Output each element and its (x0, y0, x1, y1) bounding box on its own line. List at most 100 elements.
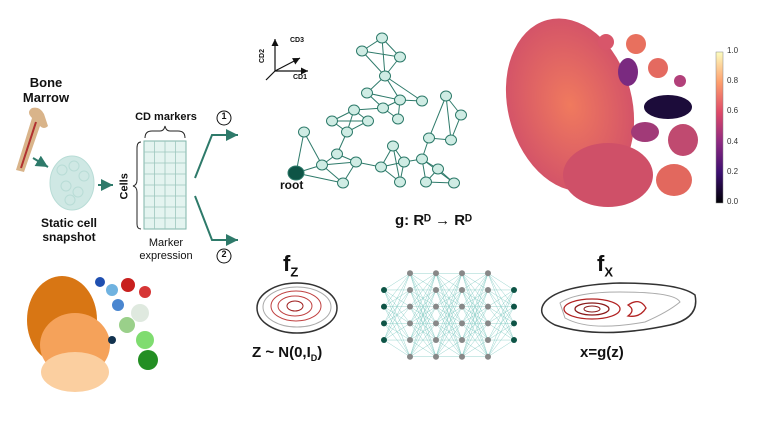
nn-edge (461, 306, 489, 357)
nn-node (381, 320, 387, 327)
fx-label: fX (597, 251, 613, 280)
graph-node (341, 126, 353, 138)
nn-node (459, 320, 465, 327)
fx-caption: x=g(z) (580, 344, 624, 361)
nn-node (433, 353, 439, 360)
colorbar-tick-label: 0.2 (727, 166, 739, 176)
nn-edge (409, 273, 437, 291)
graph-node (440, 90, 452, 102)
nn-node (485, 286, 491, 293)
nn-node (485, 303, 491, 310)
graph-node (316, 159, 328, 171)
path1-number: 1 (221, 111, 227, 121)
nn-node (433, 320, 439, 327)
nn-edge (435, 273, 463, 324)
nn-edge (487, 289, 515, 324)
colorbar-tick-label: 0.0 (727, 197, 739, 206)
graph-node (298, 126, 310, 138)
graph-node (432, 163, 444, 175)
nn-edge (461, 273, 489, 357)
nn-node (511, 320, 517, 327)
density-fx-contours (540, 282, 697, 334)
colorbar-tick-label: 1.0 (727, 46, 739, 55)
nn-node (511, 303, 517, 310)
mapping-label: g: Rᴰ → Rᴰ (395, 212, 472, 229)
nn-edge (487, 323, 515, 357)
graph-node (394, 51, 406, 63)
nn-node (485, 353, 491, 360)
nn-edge (461, 273, 489, 341)
nn-node (511, 337, 517, 344)
axis-label-cd2: CD2 (258, 49, 266, 64)
graph-edge (381, 37, 386, 77)
nn-edge (409, 273, 437, 341)
nn-edge (461, 273, 489, 324)
nn-node (433, 337, 439, 344)
nn-node (381, 303, 387, 310)
nn-edge (461, 323, 489, 357)
nn-edge (487, 306, 515, 357)
nn-edge (435, 339, 463, 357)
nn-edge (383, 339, 411, 357)
nn-edge (487, 339, 515, 357)
arrow (32, 155, 49, 168)
graph-edge (445, 95, 452, 141)
nn-edge (487, 289, 515, 357)
colorbar-tick-label: 0.6 (727, 106, 739, 116)
nn-node (433, 286, 439, 293)
nn-edge (383, 273, 411, 307)
cell-graph (287, 32, 467, 189)
nn-edge (487, 289, 515, 341)
nn-edge (383, 273, 411, 291)
density-fz-contours (256, 282, 338, 334)
graph-node (361, 87, 373, 99)
marker-expression-label: Marker expression (139, 237, 193, 262)
graph-node (445, 134, 457, 146)
graph-edge (303, 131, 323, 166)
graph-node (362, 115, 374, 127)
nn-edge (409, 339, 437, 357)
nn-edge (409, 289, 437, 357)
root-label: root (280, 178, 304, 192)
nn-edge (435, 273, 463, 291)
fz-caption: Z ~ N(0,ID) (252, 344, 323, 363)
tsne-plot-clusters (27, 276, 158, 392)
nn-edge (435, 323, 463, 357)
graph-node (379, 70, 391, 82)
nn-node (381, 286, 387, 293)
graph-edge (361, 50, 401, 58)
colorbar (715, 51, 724, 204)
nn-edge (435, 273, 463, 307)
nn-edge (409, 273, 437, 357)
nn-edge (383, 273, 411, 324)
graph-node (448, 177, 460, 189)
nn-edge (383, 306, 411, 341)
path1-badge (216, 110, 232, 126)
axis-label-cd3: CD3 (290, 37, 305, 44)
root-node (287, 165, 305, 181)
nn-node (407, 303, 413, 310)
nn-node (459, 337, 465, 344)
path1-arrow (194, 129, 238, 179)
nn-edge (435, 306, 463, 357)
nn-node (511, 286, 517, 293)
bone-icon (16, 107, 48, 172)
graph-node (331, 148, 343, 160)
nn-node (381, 337, 387, 344)
graph-node (416, 95, 428, 107)
nn-edge (461, 273, 489, 291)
nn-edge (435, 273, 463, 341)
graph-node (376, 32, 388, 44)
graph-node (375, 161, 387, 173)
nn-node (407, 353, 413, 360)
nn-node (433, 270, 439, 277)
nn-node (485, 270, 491, 277)
graph-node (420, 176, 432, 188)
graph-node (416, 153, 428, 165)
axes-icon (265, 39, 308, 81)
cell-cluster-icon (49, 155, 95, 211)
marker-matrix (132, 125, 187, 230)
nn-node (485, 320, 491, 327)
path2-badge (216, 248, 232, 264)
graph-node (337, 177, 349, 189)
